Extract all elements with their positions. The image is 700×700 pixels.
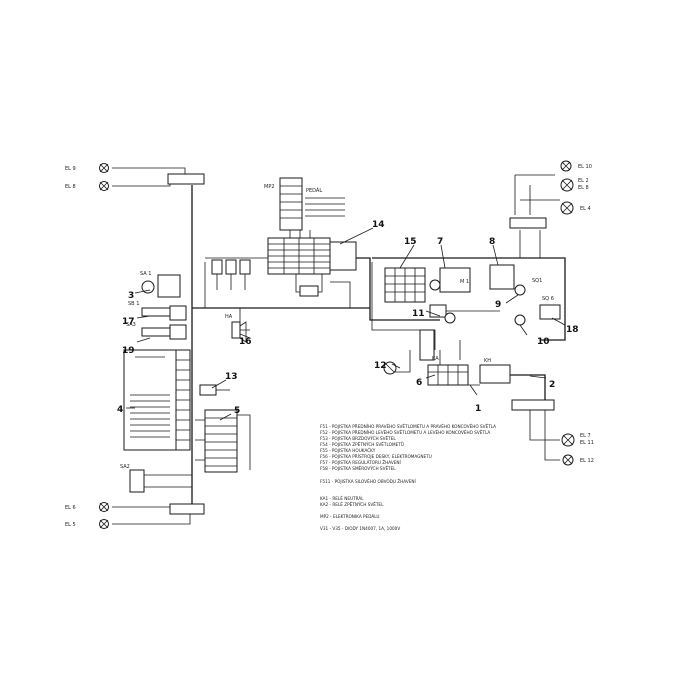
pedal-label: PEDÁL — [306, 187, 322, 194]
connector-top-left — [167, 173, 205, 185]
legend-line: MP2 - ELEKTRONIKA PEDÁLU — [320, 514, 379, 519]
connector-bottom-left — [169, 503, 205, 515]
legend-line: F54 - POJISTKA ZPĚTNÝCH SVĚTLOMETŮ — [320, 442, 404, 447]
callout-4: 4 — [117, 405, 123, 415]
relay-ka: KA — [427, 356, 469, 386]
legend-line: F58 - POJISTKA SMĚROVÝCH SVĚTEL — [320, 466, 396, 471]
legend-line: F57 - POJISTKA REGULÁTORU ŽHAVENÍ — [320, 460, 402, 465]
legend: F51 - POJISTKA PŘEDNÍHO PRAVÉHO SVĚTLOME… — [320, 424, 496, 531]
switch-sa2: SA2 — [120, 464, 145, 493]
callout-18: 18 — [566, 325, 579, 335]
legend-line: F53 - POJISTKA BRZDOVÝCH SVĚTEL — [320, 436, 396, 441]
legend-line: F511 - POJISTKA SILOVÉHO OBVODU ŽHAVENÍ — [320, 479, 417, 484]
sensor-12 — [383, 361, 397, 375]
switch-sa2-label: SA2 — [120, 464, 130, 470]
relay-ka-label: KA — [432, 356, 439, 362]
instrument-panel — [123, 349, 191, 451]
callout-7: 7 — [437, 237, 443, 247]
legend-line: KA1 - RELÉ NEUTRÁL — [320, 496, 364, 501]
lamp-el2-el8: EL 2 EL 8 — [560, 178, 589, 192]
callout-17: 17 — [122, 317, 135, 327]
legend-line: F56 - POJISTKA PŘÍSTROJE DESKY, ELEKTROM… — [320, 454, 432, 459]
callout-2: 2 — [549, 380, 555, 390]
lamp-el4: EL 4 — [560, 201, 591, 215]
motor-m1: M 1 — [444, 279, 469, 324]
fuse-block — [204, 409, 238, 473]
lamp-el7-label: EL 7 — [580, 433, 591, 439]
relay-13 — [199, 384, 230, 396]
sensor-sq6-label: SQ 6 — [542, 296, 554, 302]
callout-12: 12 — [374, 361, 387, 371]
lamp-el7-el11: EL 7 EL 11 — [561, 433, 594, 447]
callout-10: 10 — [537, 337, 550, 347]
sensor-sq1-label: SQ1 — [532, 278, 542, 284]
connector-top-right — [509, 217, 547, 229]
lamp-el9: EL 9 — [65, 163, 109, 173]
callout-14: 14 — [372, 220, 385, 230]
lamp-el11-label: EL 11 — [580, 440, 594, 446]
lamp-el12-label: EL 12 — [580, 458, 594, 464]
callout-1: 1 — [475, 404, 481, 414]
lamp-el6-label: EL 6 — [65, 505, 76, 511]
lamp-el8: EL 8 — [65, 181, 109, 191]
relay-kh: KH — [479, 358, 511, 384]
callout-13: 13 — [225, 372, 238, 382]
sensor-sq6: SQ 6 — [514, 296, 561, 326]
legend-line: F51 - POJISTKA PŘEDNÍHO PRAVÉHO SVĚTLOME… — [320, 424, 496, 429]
pedal-electronics-mp2: MP2 PEDÁL — [264, 177, 345, 231]
lamp-el2-label: EL 2 — [578, 178, 589, 184]
lamp-el10-label: EL 10 — [578, 164, 592, 170]
callout-9: 9 — [495, 300, 501, 310]
callout-11: 11 — [412, 309, 425, 319]
switch-sa1-label: SA 1 — [140, 271, 151, 277]
switch-sa3: SA3 — [126, 322, 187, 340]
callout-6: 6 — [416, 378, 422, 388]
switch-sa1: SA 1 — [140, 271, 181, 298]
relay-kh-label: KH — [484, 358, 491, 364]
lamp-el8r-label: EL 8 — [578, 185, 589, 191]
switch-sb1-label: SB 1 — [128, 301, 139, 307]
mp2-label: MP2 — [264, 184, 275, 190]
lamp-el10: EL 10 — [560, 160, 592, 172]
legend-line: KA2 - RELÉ ZPĚTNÝCH SVĚTEL — [320, 502, 384, 507]
callout-8: 8 — [489, 237, 495, 247]
callout-16: 16 — [239, 337, 252, 347]
lamp-el9-label: EL 9 — [65, 166, 76, 172]
right-control-block — [384, 264, 515, 361]
connector-bottom-right — [511, 399, 555, 411]
sensor-sq1: SQ1 — [514, 278, 542, 296]
callouts: 1 2 3 4 5 6 7 8 9 10 11 12 13 14 15 16 1… — [117, 220, 579, 416]
callout-3: 3 — [128, 291, 134, 301]
lamp-el4-label: EL 4 — [580, 206, 591, 212]
motor-m1-label: M 1 — [460, 279, 469, 285]
callout-5: 5 — [234, 406, 240, 416]
switch-sb1: SB 1 — [128, 301, 187, 321]
callout-leaders — [126, 227, 566, 421]
callout-19: 19 — [122, 346, 135, 356]
legend-line: V31 - V35 - DIODY 1N4007, 1A, 1000V — [320, 526, 400, 531]
lamp-el12: EL 12 — [562, 454, 594, 466]
lamp-el6: EL 6 — [65, 502, 109, 512]
legend-line: F55 - POJISTKA HOUKAČKY — [320, 448, 376, 453]
switch-sa3-label: SA3 — [126, 322, 136, 328]
lamp-el8-label: EL 8 — [65, 184, 76, 190]
legend-line: F52 - POJISTKA PŘEDNÍHO LEVÉHO SVĚTLOMET… — [320, 430, 490, 435]
horn-ha: HA — [225, 314, 247, 343]
horn-ha-label: HA — [225, 314, 233, 320]
callout-15: 15 — [404, 237, 417, 247]
relay-cluster — [211, 259, 251, 290]
lamp-el5-label: EL 5 — [65, 522, 76, 528]
lamp-el5: EL 5 — [65, 519, 109, 529]
connector-14 — [267, 237, 357, 297]
